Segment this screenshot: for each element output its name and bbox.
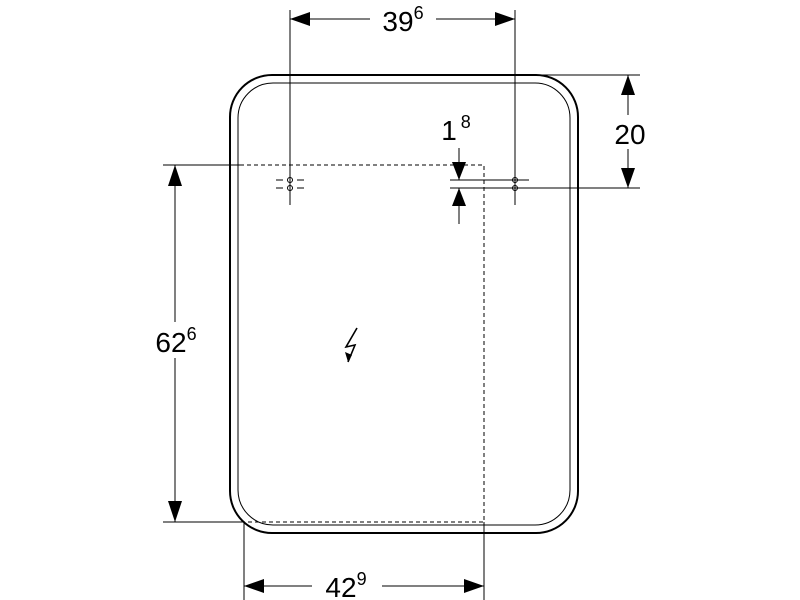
dimension-superscript: 9 — [357, 569, 367, 589]
arrow-head — [621, 168, 635, 188]
dimension-superscript: 8 — [461, 112, 471, 132]
svg-text:396: 396 — [382, 3, 423, 37]
arrow-head — [452, 162, 466, 180]
dimension-top-width: 396 — [289, 2, 516, 205]
dimension-value: 20 — [614, 119, 645, 150]
dimension-value: 1 — [441, 115, 457, 146]
dimension-value: 42 — [325, 572, 356, 600]
svg-text:18: 18 — [441, 112, 471, 146]
dimension-superscript: 6 — [414, 3, 424, 23]
hidden-mounting-outline — [240, 164, 485, 523]
arrow-head — [495, 12, 515, 26]
dimension-superscript: 6 — [187, 324, 197, 344]
arrow-head — [464, 579, 484, 593]
arrow-head — [452, 188, 466, 206]
svg-text:626: 626 — [155, 324, 196, 358]
arrow-head — [244, 579, 264, 593]
arrow-head — [621, 75, 635, 95]
arrow-head — [168, 165, 182, 186]
dimension-right-height: 20 — [522, 74, 652, 189]
dimension-left-height: 626 — [146, 164, 244, 523]
dimension-value: 62 — [155, 327, 186, 358]
mirror-outer-frame — [229, 74, 579, 534]
mirror-inner-edge — [237, 82, 571, 526]
arrow-head — [290, 12, 310, 26]
arrow-head — [168, 501, 182, 522]
dimension-bottom-width: 429 — [243, 522, 485, 600]
svg-text:429: 429 — [325, 569, 366, 600]
dimension-value: 39 — [382, 6, 413, 37]
electrical-connection-icon — [344, 327, 358, 363]
